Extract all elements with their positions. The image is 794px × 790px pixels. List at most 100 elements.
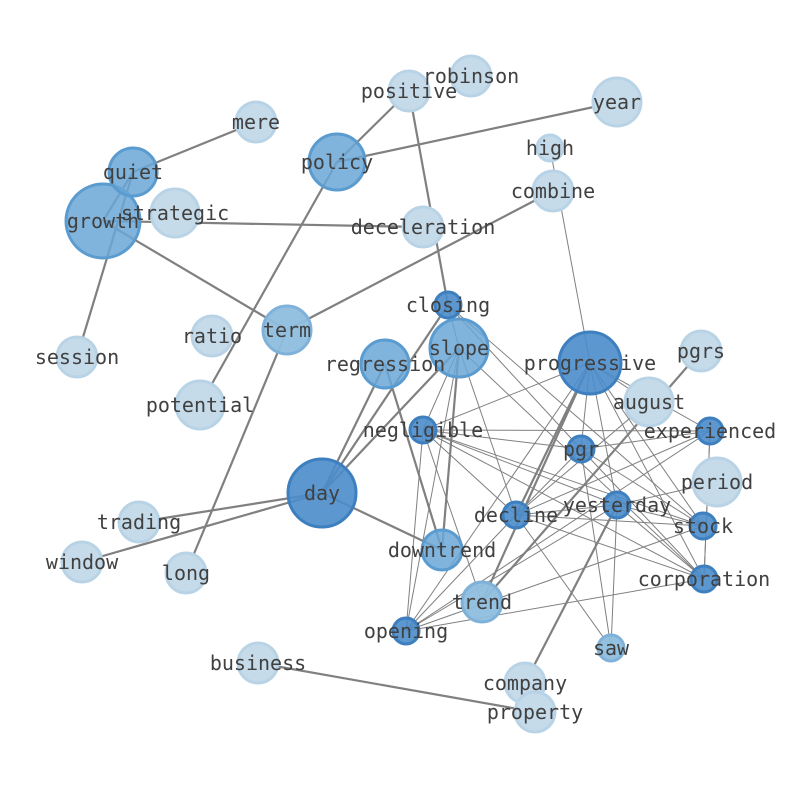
edge-combine-term	[286, 190, 554, 331]
edge-experienced-pgr	[580, 430, 711, 450]
edge-negligible-corporation	[422, 429, 705, 580]
edge-slope-downtrend	[440, 347, 461, 551]
node-trading[interactable]	[117, 500, 161, 544]
node-progressive[interactable]	[557, 330, 623, 396]
node-session[interactable]	[55, 335, 99, 379]
node-regression[interactable]	[359, 338, 411, 390]
node-long[interactable]	[164, 551, 208, 595]
edge-day-window	[81, 491, 323, 564]
node-decline[interactable]	[501, 500, 531, 530]
edge-term-long	[184, 329, 289, 574]
node-window[interactable]	[60, 540, 104, 584]
edge-corporation-opening	[405, 578, 705, 632]
node-downtrend[interactable]	[420, 528, 464, 572]
node-combine[interactable]	[531, 169, 575, 213]
node-label-closing: closing	[406, 293, 490, 317]
node-label-quiet: quiet	[103, 160, 163, 184]
edge-closing-stock	[447, 304, 704, 527]
node-experienced[interactable]	[695, 416, 725, 446]
edge-yesterday-saw	[610, 504, 618, 649]
edge-slope-opening	[405, 347, 460, 632]
node-label-property: property	[487, 700, 583, 724]
node-label-ratio: ratio	[182, 324, 242, 348]
node-label-pgr: pgr	[563, 437, 599, 461]
node-year[interactable]	[591, 76, 643, 128]
node-positive[interactable]	[387, 69, 431, 113]
edge-decline-corporation	[515, 514, 705, 580]
edge-progressive-trend	[480, 362, 592, 603]
edge-negligible-opening	[405, 429, 424, 632]
edge-business-property	[257, 661, 536, 714]
node-robinson[interactable]	[449, 54, 493, 98]
node-growth[interactable]	[64, 182, 142, 260]
edge-yesterday-corporation	[616, 504, 705, 580]
node-pgr[interactable]	[566, 434, 596, 464]
node-quiet[interactable]	[107, 146, 159, 198]
node-label-session: session	[35, 345, 119, 369]
node-label-opening: opening	[364, 619, 448, 643]
edge-progressive-opening	[405, 362, 591, 632]
node-label-combine: combine	[511, 179, 595, 203]
node-label-trend: trend	[452, 590, 512, 614]
node-label-potential: potential	[146, 393, 254, 417]
node-label-trading: trading	[97, 510, 181, 534]
node-negligible[interactable]	[408, 415, 438, 445]
edge-decline-opening	[405, 514, 517, 632]
node-label-august: august	[613, 390, 685, 414]
node-ratio[interactable]	[190, 314, 234, 358]
node-opening[interactable]	[391, 616, 421, 646]
edge-regression-downtrend	[383, 363, 444, 551]
node-layer	[55, 54, 743, 734]
node-label-company: company	[483, 671, 567, 695]
edge-pgr-decline	[515, 448, 582, 516]
node-potential[interactable]	[174, 379, 226, 431]
edge-company-yesterday	[524, 504, 618, 684]
node-saw[interactable]	[596, 633, 626, 663]
node-strategic[interactable]	[149, 187, 201, 239]
node-label-positive: positive	[361, 79, 457, 103]
node-label-regression: regression	[325, 352, 445, 376]
node-high[interactable]	[535, 133, 565, 163]
edge-policy-potential	[199, 161, 338, 406]
node-label-long: long	[162, 561, 210, 585]
node-label-robinson: robinson	[423, 64, 519, 88]
node-label-downtrend: downtrend	[388, 538, 496, 562]
node-pgrs[interactable]	[679, 329, 723, 373]
edge-decline-saw	[515, 514, 612, 649]
node-label-slope: slope	[429, 336, 489, 360]
node-label-day: day	[304, 481, 340, 505]
edge-progressive-stock	[589, 362, 704, 527]
node-label-period: period	[681, 470, 753, 494]
edge-negligible-stock	[422, 429, 704, 527]
node-label-term: term	[263, 318, 311, 342]
node-business[interactable]	[236, 641, 280, 685]
edge-yesterday-decline	[515, 504, 618, 516]
node-closing[interactable]	[433, 290, 463, 320]
node-property[interactable]	[513, 690, 557, 734]
node-term[interactable]	[261, 304, 313, 356]
node-slope[interactable]	[428, 317, 490, 379]
label-layer: growthquietmerestrategicsessionpolicypos…	[35, 64, 776, 724]
edge-negligible-trend	[422, 429, 483, 603]
node-day[interactable]	[286, 457, 358, 529]
edge-stock-opening	[405, 525, 704, 632]
node-policy[interactable]	[307, 132, 367, 192]
node-corporation[interactable]	[689, 564, 719, 594]
node-august[interactable]	[623, 376, 675, 428]
edge-policy-year	[336, 100, 618, 164]
node-label-yesterday: yesterday	[563, 493, 671, 517]
node-yesterday[interactable]	[602, 490, 632, 520]
node-period[interactable]	[691, 456, 743, 508]
node-stock[interactable]	[688, 511, 718, 541]
edge-negligible-experienced	[422, 429, 711, 432]
node-mere[interactable]	[234, 100, 278, 144]
node-deceleration[interactable]	[401, 205, 445, 249]
node-label-growth: growth	[67, 209, 139, 233]
node-label-pgrs: pgrs	[677, 339, 725, 363]
node-trend[interactable]	[460, 580, 504, 624]
node-label-business: business	[210, 651, 306, 675]
node-label-negligible: negligible	[363, 418, 483, 442]
node-label-corporation: corporation	[638, 567, 770, 591]
edge-experienced-opening	[405, 430, 711, 632]
